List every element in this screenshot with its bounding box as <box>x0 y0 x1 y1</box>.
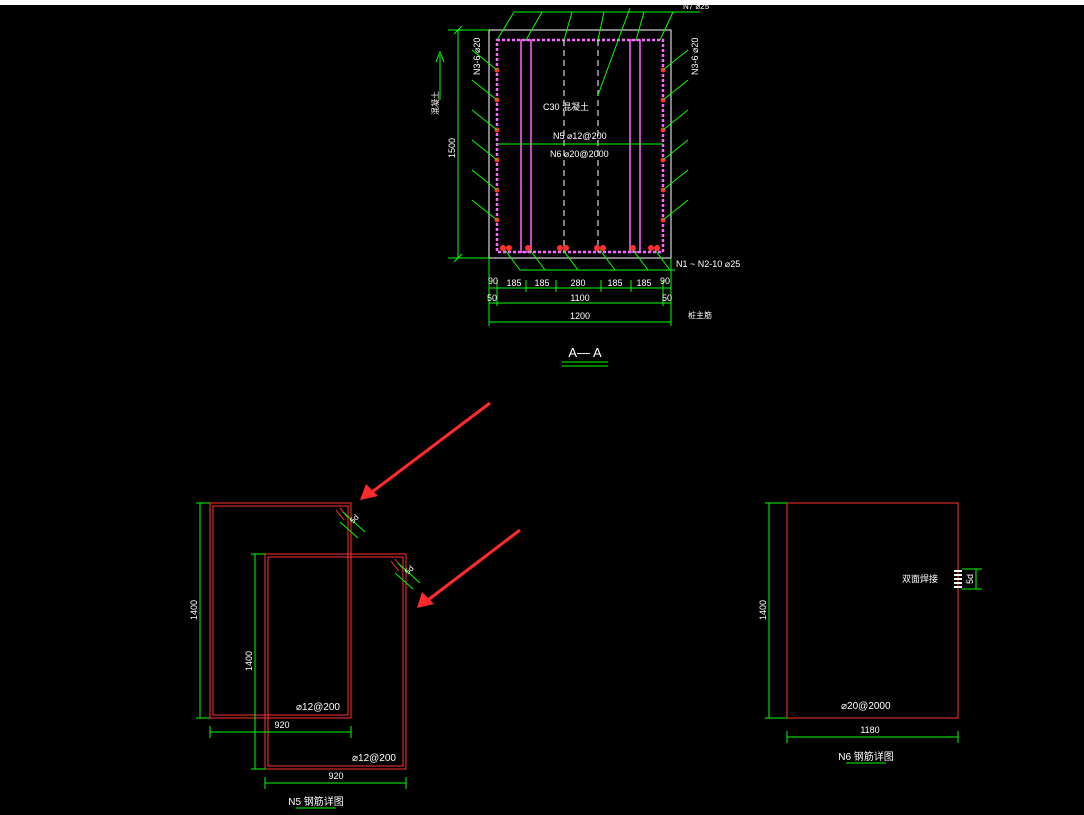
section-n6-label: N6 ⌀20@2000 <box>550 149 609 159</box>
n5-caption: N5 钢筋详图 <box>288 795 344 808</box>
section-dims-row2: 50 1100 50 <box>487 293 672 303</box>
section-left-note: 混凝土 <box>430 91 440 115</box>
n6-label: ⌀20@2000 <box>841 701 891 712</box>
section-dimension-rows <box>488 258 672 326</box>
n6-weld-note: 双面焊接 <box>902 573 938 584</box>
section-top-leaders <box>496 7 700 96</box>
section-left-arrow <box>435 50 445 100</box>
arrow-1-shaft <box>371 401 491 494</box>
n6-detail: 5d 双面焊接 1400 1180 ⌀20@2000 N6 钢筋详图 <box>758 502 982 764</box>
n6-height-dim: 1400 <box>758 600 768 620</box>
arrow-2-head <box>417 592 434 608</box>
dim-row1-6: 90 <box>660 276 670 286</box>
arrow-2-shaft <box>427 528 521 602</box>
annotation-arrows <box>360 401 521 608</box>
arrow-1-head <box>360 484 378 500</box>
dim-row1-5: 185 <box>636 278 651 288</box>
dim-row1-1: 185 <box>506 278 521 288</box>
section-stirrup-inner-left <box>520 39 532 253</box>
dim-row2-0: 50 <box>487 293 497 303</box>
section-stirrup-inner-right <box>629 39 641 253</box>
section-a-a: N7 ⌀25 N3-6 ⌀20 N3-6 ⌀20 C30 混凝土 N5 ⌀12@… <box>430 2 740 367</box>
section-right-bar-label: N3-6 ⌀20 <box>690 38 700 75</box>
dim-row2-2: 50 <box>662 293 672 303</box>
n6-height-dimension <box>765 502 787 719</box>
section-n5-label: N5 ⌀12@200 <box>553 131 607 141</box>
section-left-bar-label: N3-6 ⌀20 <box>472 38 482 75</box>
n5-width-dims <box>209 726 407 789</box>
n5-hook-dims <box>339 511 421 590</box>
n5-hook-label-outer: 5d <box>348 513 361 526</box>
section-height-dimension <box>448 25 489 263</box>
n5-width-dim-inner: 920 <box>328 771 343 781</box>
section-outline <box>488 29 672 259</box>
n5-detail: 5d 5d 1400 1400 920 920 ⌀12@200 ⌀12@200 … <box>189 502 421 809</box>
section-bottom-rebars <box>500 245 660 251</box>
n6-loop <box>786 502 959 719</box>
n5-hooks <box>335 507 404 572</box>
n5-height-dim-outer: 1400 <box>189 600 199 620</box>
dim-row1-3: 280 <box>570 278 585 288</box>
section-concrete-label: C30 混凝土 <box>543 101 589 112</box>
n6-weld-marks <box>954 570 962 588</box>
dim-row1-0: 90 <box>488 276 498 286</box>
n5-outer-loop-inner <box>212 505 349 716</box>
section-stirrup-outer <box>495 38 665 254</box>
section-top-label: N7 ⌀25 <box>683 2 710 11</box>
n5-inner-loop-inner <box>267 556 404 767</box>
section-height-dim: 1500 <box>447 138 457 158</box>
section-title-underline <box>562 361 608 367</box>
section-dims-row1: 90 185 185 280 185 185 90 <box>488 276 670 288</box>
n6-weld-dim-label: 5d <box>965 574 975 584</box>
section-dims-row3: 1200 <box>570 311 590 321</box>
section-right-note: 桩主筋 <box>688 310 712 320</box>
section-side-leaders <box>471 49 689 221</box>
n6-weld-dim <box>962 568 982 590</box>
n5-height-dims <box>196 502 265 770</box>
section-bottom-bar-label: N1 ~ N2-10 ⌀25 <box>676 259 740 269</box>
n5-label-outer: ⌀12@200 <box>296 702 340 713</box>
section-title: A— A <box>568 345 602 360</box>
dim-row1-4: 185 <box>607 278 622 288</box>
n5-width-dim-outer: 920 <box>274 720 289 730</box>
n6-width-dim: 1180 <box>860 725 879 735</box>
n5-outer-loop-outer <box>209 502 352 719</box>
n5-label-inner: ⌀12@200 <box>352 753 396 764</box>
dim-row1-2: 185 <box>534 278 549 288</box>
n6-width-dimension <box>786 731 959 743</box>
section-bottom-leaders <box>504 249 675 271</box>
n5-inner-loop-outer <box>264 553 407 770</box>
n5-height-dim-inner: 1400 <box>244 651 254 671</box>
top-white-strip <box>0 0 1084 5</box>
n5-hook-label-inner: 5d <box>403 564 416 577</box>
n6-caption: N6 钢筋详图 <box>838 750 894 763</box>
dim-row2-1: 1100 <box>570 293 589 303</box>
